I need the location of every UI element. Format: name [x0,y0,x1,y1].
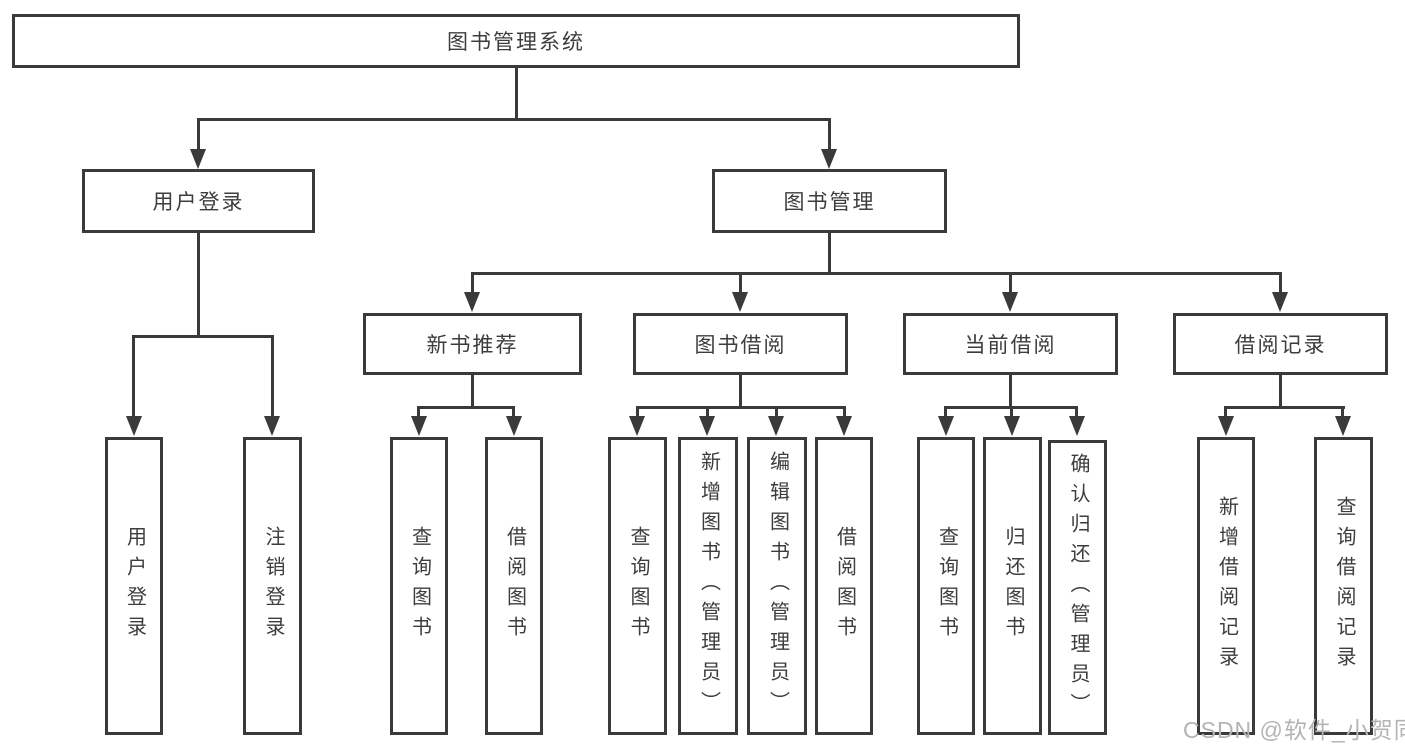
arrow-down-icon [126,416,142,436]
arrow-down-icon [821,149,837,169]
arrow-down-icon [1272,292,1288,312]
connector-drop [828,118,831,152]
leaf-label: 借阅图书 [503,526,526,646]
connector-trunk [739,375,742,406]
arrow-down-icon [190,149,206,169]
connector-bar [417,406,515,409]
leaf-label: 用户登录 [123,526,146,646]
connector-drop [132,335,135,418]
arrow-down-icon [411,416,427,436]
connector-bar [471,272,1282,275]
connector-trunk [828,233,831,272]
leaf-query-borrow-record: 查询借阅记录 [1314,437,1373,735]
arrow-down-icon [506,416,522,436]
arrow-down-icon [1004,416,1020,436]
leaf-label: 查询借阅记录 [1333,496,1355,676]
leaf-label: 查询图书 [935,526,958,646]
connector-drop [706,406,709,418]
connector-drop [1279,272,1282,295]
connector-trunk [515,68,518,118]
leaf-query-books: 查询图书 [608,437,667,735]
arrow-down-icon [836,416,852,436]
leaf-edit-books-admin: 编辑图书（管理员） [747,437,807,735]
connector-drop [417,406,420,418]
leaf-query-books: 查询图书 [390,437,448,735]
connector-drop [1341,406,1344,418]
connector-drop [739,272,742,295]
arrow-down-icon [1069,416,1085,436]
arrow-down-icon [464,292,480,312]
leaf-add-borrow-record: 新增借阅记录 [1197,437,1255,735]
connector-drop [636,406,639,418]
node-borrow-records: 借阅记录 [1173,313,1388,375]
arrow-down-icon [938,416,954,436]
connector-drop [775,406,778,418]
leaf-borrow-books: 借阅图书 [485,437,543,735]
leaf-label: 注销登录 [262,526,284,646]
leaf-label: 编辑图书（管理员） [766,451,789,721]
leaf-label: 确认归还（管理员） [1067,452,1089,723]
connector-bar [636,406,846,409]
leaf-user-login: 用户登录 [105,437,163,735]
arrow-down-icon [768,416,784,436]
leaf-label: 归还图书 [1002,526,1024,646]
connector-drop [1009,272,1012,295]
connector-trunk [471,375,474,406]
leaf-label: 新增借阅记录 [1215,496,1238,676]
connector-drop [271,335,274,418]
node-root: 图书管理系统 [12,14,1020,68]
connector-trunk [197,233,200,335]
node-user-login: 用户登录 [82,169,315,233]
connector-drop [197,118,200,152]
connector-drop [1010,406,1013,418]
leaf-label: 查询图书 [627,526,649,646]
arrow-down-icon [629,416,645,436]
leaf-label: 新增图书（管理员） [697,451,720,721]
arrow-down-icon [732,292,748,312]
connector-drop [1224,406,1227,418]
connector-trunk [1279,375,1282,406]
node-book-borrow: 图书借阅 [633,313,848,375]
leaf-query-books: 查询图书 [917,437,975,735]
leaf-return-books: 归还图书 [983,437,1042,735]
leaf-borrow-books: 借阅图书 [815,437,873,735]
leaf-label: 查询图书 [408,526,431,646]
connector-drop [843,406,846,418]
node-current-borrow: 当前借阅 [903,313,1118,375]
arrow-down-icon [264,416,280,436]
connector-bar [197,118,831,121]
arrow-down-icon [1002,292,1018,312]
connector-drop [471,272,474,295]
connector-trunk [1009,375,1012,406]
arrow-down-icon [699,416,715,436]
leaf-label: 借阅图书 [833,526,856,646]
leaf-add-books-admin: 新增图书（管理员） [678,437,738,735]
arrow-down-icon [1335,416,1351,436]
leaf-logout: 注销登录 [243,437,302,735]
connector-drop [1075,406,1078,418]
leaf-confirm-return-admin: 确认归还（管理员） [1048,440,1107,735]
node-new-book-recommend: 新书推荐 [363,313,582,375]
csdn-watermark: CSDN @软件_小贺同学 [1183,717,1405,743]
arrow-down-icon [1218,416,1234,436]
connector-drop [512,406,515,418]
connector-bar [1224,406,1345,409]
connector-drop [944,406,947,418]
connector-bar [132,335,274,338]
node-book-management: 图书管理 [712,169,947,233]
